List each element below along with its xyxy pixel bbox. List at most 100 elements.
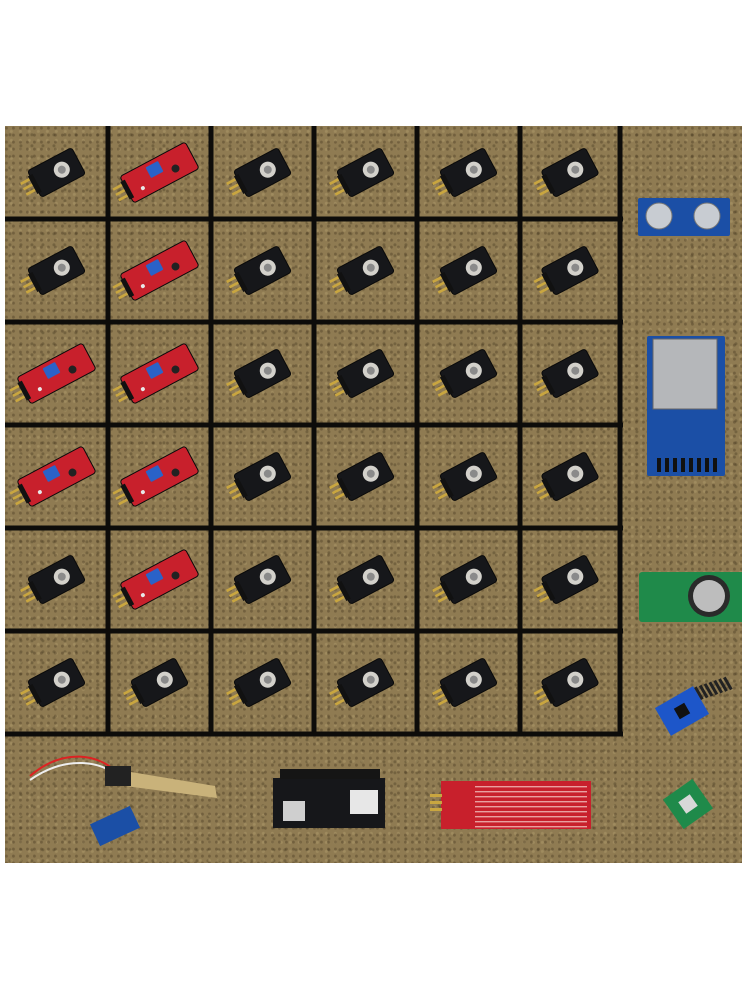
trace: [475, 796, 587, 798]
header-pin: [723, 676, 733, 691]
component-core: [263, 263, 272, 272]
component-core: [263, 572, 272, 581]
smd-led: [37, 490, 42, 495]
pin-header-base: [439, 374, 454, 396]
trimpot-sensor-module: [112, 446, 199, 507]
header-pin: [331, 589, 344, 598]
pin-header-base: [130, 683, 145, 705]
header-pin: [334, 187, 347, 196]
header-pin: [657, 458, 661, 472]
header-pin: [22, 589, 35, 598]
header-pin: [689, 458, 693, 472]
pin-header-base: [541, 374, 556, 396]
trimpot: [145, 568, 164, 585]
header-pin: [329, 584, 341, 593]
smd-led: [140, 593, 145, 598]
gyro-module: [654, 676, 733, 736]
module-cells: [9, 142, 599, 707]
pin-header-base: [120, 586, 135, 607]
header-pin: [226, 584, 238, 593]
header-pin: [533, 275, 546, 284]
header-pin: [329, 481, 341, 490]
rgb-led-module: [226, 246, 292, 295]
chip: [68, 468, 77, 477]
header-pin: [698, 684, 709, 699]
header-pin: [331, 486, 344, 495]
pin-header-base: [336, 477, 351, 499]
header-pin: [434, 182, 447, 191]
grid-line-horizontal: [5, 319, 623, 325]
pin-header-base: [541, 683, 556, 705]
header-pin: [434, 589, 447, 598]
header-pin: [334, 594, 347, 603]
component-core: [366, 366, 375, 375]
component-core: [263, 366, 272, 375]
header-pin: [226, 275, 238, 284]
component-core: [366, 675, 375, 684]
header-pin: [334, 697, 347, 706]
header-pin: [334, 491, 347, 500]
header-pin: [115, 286, 128, 295]
dht11-module: [432, 555, 498, 604]
pin-header-base: [120, 277, 135, 298]
pin-header-base: [439, 477, 454, 499]
sensor-grid-illustration: [5, 126, 742, 847]
coin-cell: [693, 580, 725, 612]
pin-header-base: [336, 374, 351, 396]
pin-header-base: [233, 477, 248, 499]
header-pin: [118, 497, 130, 506]
pin-header-base: [439, 173, 454, 195]
header-pin: [536, 383, 549, 392]
header-pin: [694, 686, 704, 700]
header-pin: [112, 182, 125, 191]
trimpot-sensor-module: [112, 549, 199, 610]
pin-header-base: [336, 271, 351, 293]
component-core: [469, 165, 478, 174]
header-pin: [9, 383, 22, 392]
header-pin: [20, 687, 32, 696]
component-core: [469, 675, 478, 684]
component-core: [571, 263, 580, 272]
trimpot: [145, 161, 164, 178]
pin-header-base: [541, 477, 556, 499]
smd-led: [140, 490, 145, 495]
header-pin: [20, 177, 32, 186]
header-pin: [539, 285, 552, 294]
header-pin: [25, 187, 38, 196]
grid-line-vertical: [617, 126, 623, 734]
header-pin: [437, 594, 450, 603]
component-core: [57, 675, 66, 684]
header-pin: [112, 486, 125, 495]
header-pin: [15, 394, 27, 403]
trace: [475, 791, 587, 793]
soil-sensor-board: [89, 805, 141, 847]
photoresistor-module: [432, 452, 498, 501]
chip: [171, 571, 180, 580]
usb-port: [283, 801, 305, 821]
laser-module: [329, 349, 395, 398]
trimpot: [145, 259, 164, 276]
pin-header-base: [17, 483, 32, 504]
led-module: [226, 452, 292, 501]
pin-header-base: [233, 271, 248, 293]
header-pin: [22, 692, 35, 701]
header-pin: [118, 193, 130, 202]
grid-line-vertical: [311, 126, 317, 734]
pin-header-base: [120, 483, 135, 504]
grid-line-vertical: [517, 126, 523, 734]
header-pin: [665, 458, 669, 472]
header-pin: [536, 486, 549, 495]
header-pin: [329, 687, 341, 696]
component-core: [263, 469, 272, 478]
sensor-module: [533, 349, 599, 398]
header-pin: [331, 280, 344, 289]
smd-led: [37, 387, 42, 392]
header-pin: [118, 394, 130, 403]
trimpot: [145, 362, 164, 379]
sensor-module: [533, 246, 599, 295]
trimpot-sensor-module: [112, 240, 199, 301]
pin-header-base: [336, 683, 351, 705]
header-pin: [231, 594, 244, 603]
header-pin: [430, 808, 442, 811]
header-pin: [434, 692, 447, 701]
